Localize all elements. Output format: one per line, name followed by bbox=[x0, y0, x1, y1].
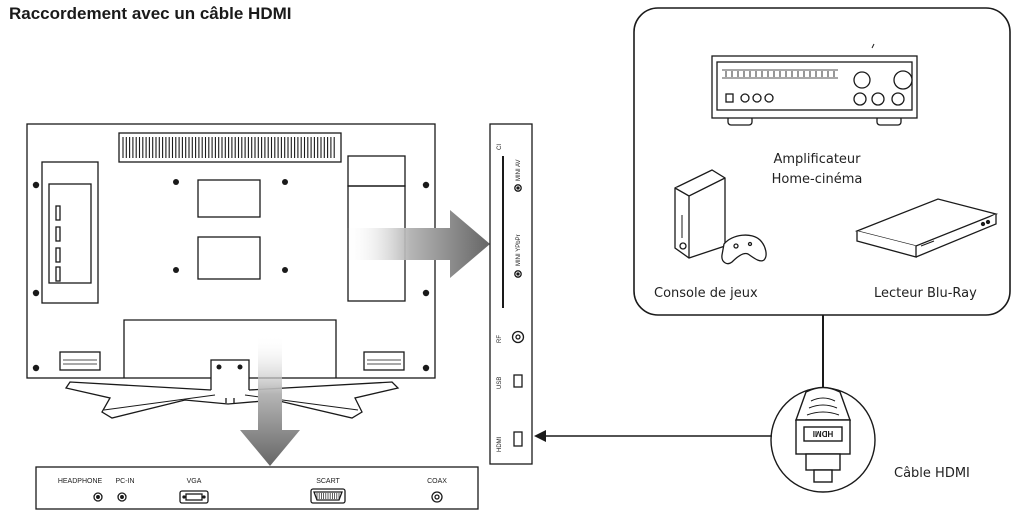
amplifier-label: Amplificateur Home-cinéma bbox=[762, 150, 872, 190]
amplifier-label-line2: Home-cinéma bbox=[771, 172, 863, 187]
port-label-mini-av: MINI AV bbox=[516, 159, 522, 181]
port-label-mini-ypbpr: MINI YPbPr bbox=[516, 234, 522, 266]
tv-back-view bbox=[26, 123, 436, 419]
bluray-label: Lecteur Blu-Ray bbox=[874, 286, 977, 301]
console-label: Console de jeux bbox=[654, 286, 758, 301]
game-console-icon bbox=[674, 169, 767, 265]
port-label-vga: VGA bbox=[187, 478, 202, 485]
port-label-coax: COAX bbox=[427, 478, 447, 485]
port-label-usb: USB bbox=[497, 377, 503, 389]
side-connector-panel bbox=[489, 123, 533, 465]
bluray-player-icon bbox=[854, 198, 999, 258]
vent-grille bbox=[122, 137, 335, 158]
amplifier-label-line1: Amplificateur bbox=[773, 152, 861, 167]
plug-text: HDMI bbox=[813, 429, 833, 438]
port-label-ci: CI bbox=[497, 144, 503, 150]
side-panel-labels: CI MINI AV MINI YPbPr RF USB HDMI bbox=[497, 144, 522, 452]
bottom-connector-panel bbox=[35, 466, 479, 510]
port-label-scart: SCART bbox=[316, 478, 340, 485]
port-label-hdmi-side: HDMI bbox=[497, 436, 503, 452]
page-title: Raccordement avec un câble HDMI bbox=[9, 4, 292, 23]
bottom-panel-labels: HEADPHONE PC-IN VGA SCART COAX bbox=[58, 478, 447, 485]
port-label-pc-in: PC-IN bbox=[115, 478, 134, 485]
port-label-rf: RF bbox=[497, 335, 503, 343]
hdmi-plug-zoom: HDMI bbox=[770, 386, 876, 493]
hdmi-cable-arrow bbox=[534, 430, 772, 442]
arrow-to-side-panel bbox=[345, 210, 490, 278]
port-label-headphone: HEADPHONE bbox=[58, 478, 103, 485]
amplifier-icon bbox=[711, 43, 918, 126]
arrow-to-bottom-panel bbox=[240, 335, 300, 466]
cable-label: Câble HDMI bbox=[894, 466, 970, 481]
